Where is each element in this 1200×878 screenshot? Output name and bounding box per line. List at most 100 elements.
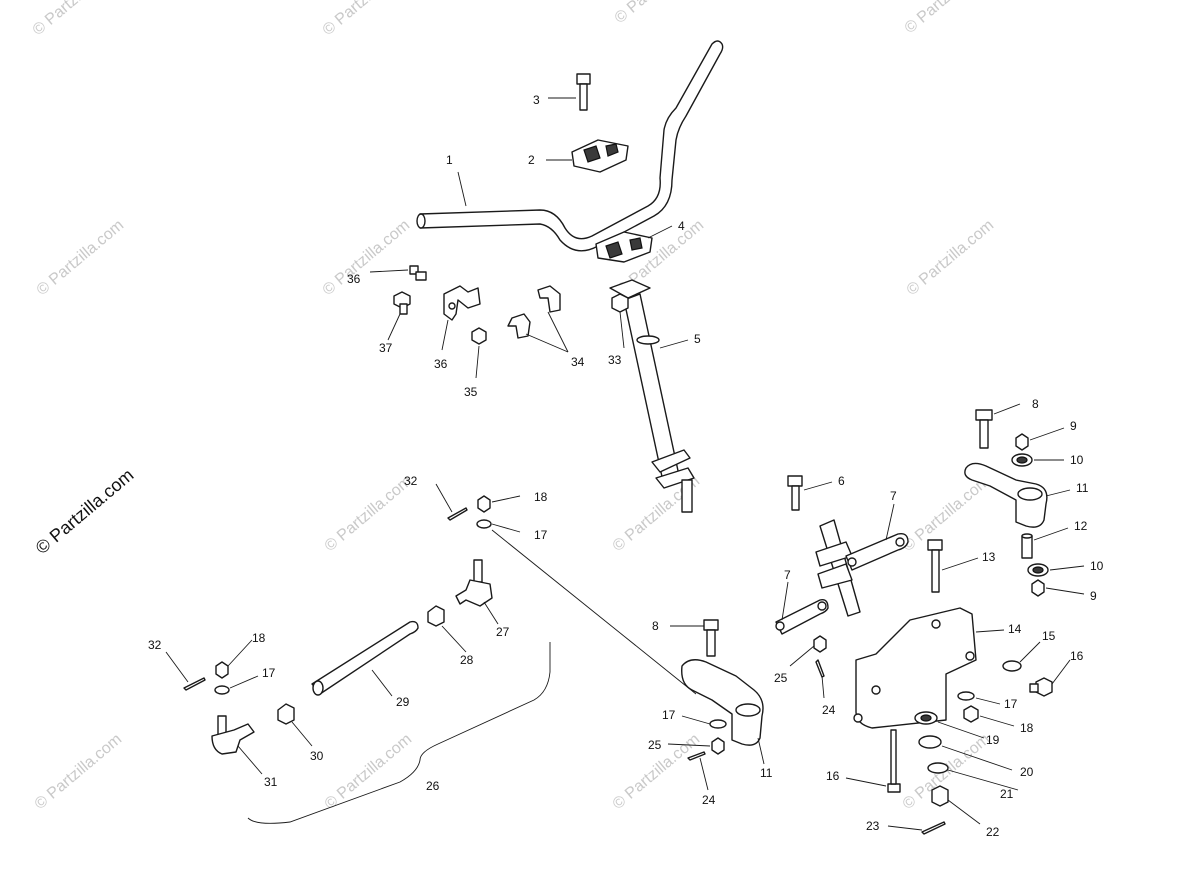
steering-post — [609, 279, 695, 513]
cable-clip-lower — [507, 313, 531, 339]
callout-25-lower: 25 — [648, 738, 662, 752]
watermark: © Partzilla.com — [902, 0, 996, 37]
watermark: © Partzilla.com — [322, 731, 416, 813]
callout-12: 12 — [1074, 519, 1088, 533]
callout-8-lower: 8 — [652, 619, 659, 633]
jam-nut-right — [427, 605, 445, 627]
callout-11-lower: 11 — [760, 766, 773, 780]
callout-21: 21 — [1000, 787, 1014, 801]
callout-31: 31 — [264, 775, 278, 789]
callout-15: 15 — [1042, 629, 1056, 643]
tie-rod-end-left — [211, 715, 255, 755]
steering-mount-bracket — [855, 607, 977, 729]
callout-18-upper: 18 — [534, 490, 548, 504]
callout-24-upper: 24 — [822, 703, 836, 717]
callout-33: 33 — [608, 353, 622, 367]
arm-bolt-lower — [703, 619, 719, 657]
callout-34: 34 — [571, 355, 585, 369]
watermark: © Partzilla.com — [320, 217, 414, 299]
link-nut — [813, 635, 827, 653]
callout-9-upper: 9 — [1070, 419, 1077, 433]
callout-18-mount: 18 — [1020, 721, 1034, 735]
callout-17-mount: 17 — [1004, 697, 1018, 711]
bracket-long-bolt — [927, 539, 943, 593]
tie-rod-cotter-upper — [447, 507, 468, 521]
handlebar — [419, 40, 724, 252]
watermark: © Partzilla.com — [322, 473, 416, 555]
tie-rod-washer-upper — [476, 519, 492, 529]
callout-16-lower: 16 — [826, 769, 840, 783]
arm-nut-lower — [1031, 579, 1045, 597]
callout-23: 23 — [866, 819, 880, 833]
mount-nut-lower — [931, 785, 949, 807]
cable-clip-upper — [537, 285, 561, 313]
tie-rod-nut-upper — [477, 495, 491, 513]
callout-36-upper: 36 — [347, 272, 361, 286]
callout-35: 35 — [464, 385, 478, 399]
mount-washer-small — [957, 691, 975, 701]
mount-bolt-lower — [887, 729, 901, 793]
alignment-line — [491, 529, 697, 695]
callout-10-upper: 10 — [1070, 453, 1084, 467]
callout-7-lower: 7 — [784, 568, 791, 582]
watermark: © Partzilla.com — [34, 217, 128, 299]
tie-rod-tube — [311, 620, 419, 695]
watermark: © Partzilla.com — [32, 731, 126, 813]
watermark: © Partzilla.com — [900, 473, 994, 555]
callout-22: 22 — [986, 825, 1000, 839]
bracket-bolt — [393, 291, 411, 315]
callout-9-lower: 9 — [1090, 589, 1097, 603]
tie-rod-washer-lower — [214, 685, 230, 695]
callout-14: 14 — [1008, 622, 1022, 636]
tie-rod-assembly-bracket — [247, 642, 551, 824]
mount-ring — [918, 735, 942, 749]
mount-nut — [963, 705, 979, 723]
callout-17-arm: 17 — [662, 708, 676, 722]
mount-washer — [1002, 660, 1022, 672]
watermark: © Partzilla.com — [30, 0, 124, 39]
callout-16-right: 16 — [1070, 649, 1084, 663]
callout-3: 3 — [533, 93, 540, 107]
tie-rod-link-upper — [845, 532, 909, 571]
callout-1: 1 — [446, 153, 453, 167]
cotter-pin-left — [687, 751, 706, 761]
watermark-main: © Partzilla.com — [32, 465, 138, 558]
callout-8-upper: 8 — [1032, 397, 1039, 411]
mount-washer-lower — [927, 762, 949, 774]
callout-2: 2 — [528, 153, 535, 167]
bracket-nut — [471, 327, 487, 345]
callout-11-upper: 11 — [1076, 481, 1089, 495]
mount-bolt — [1029, 677, 1053, 697]
callout-labels: 1 2 3 4 5 6 7 7 8 8 9 9 10 10 11 11 12 1… — [148, 93, 1104, 839]
tie-rod-end-right — [455, 559, 493, 607]
jam-nut-left — [277, 703, 295, 725]
callout-36-lower: 36 — [434, 357, 448, 371]
tie-rod-cotter-lower — [183, 677, 206, 691]
handlebar-end — [416, 213, 426, 229]
callout-27: 27 — [496, 625, 510, 639]
callout-13: 13 — [982, 550, 996, 564]
watermark: © Partzilla.com — [904, 217, 998, 299]
callout-37: 37 — [379, 341, 393, 355]
callout-17-lower: 17 — [262, 666, 276, 680]
callout-20: 20 — [1020, 765, 1034, 779]
tie-rod-link-lower — [775, 598, 829, 635]
arm-bolt-upper — [975, 409, 993, 449]
watermark: © Partzilla.com — [320, 0, 414, 39]
callout-24-lower: 24 — [702, 793, 716, 807]
cable-bracket — [443, 285, 481, 321]
clamp-bolt — [576, 73, 591, 111]
callout-32-lower: 32 — [148, 638, 162, 652]
pitman-bolt — [787, 475, 803, 511]
watermarks: © Partzilla.com © Partzilla.com © Partzi… — [30, 0, 998, 813]
callout-4: 4 — [678, 219, 685, 233]
parts — [183, 40, 1053, 835]
callout-30: 30 — [310, 749, 324, 763]
callout-32-upper: 32 — [404, 474, 418, 488]
callout-19: 19 — [986, 733, 1000, 747]
brake-fitting — [409, 265, 427, 281]
arm-nut-left — [711, 737, 725, 755]
callout-29: 29 — [396, 695, 410, 709]
callout-17-upper: 17 — [534, 528, 548, 542]
